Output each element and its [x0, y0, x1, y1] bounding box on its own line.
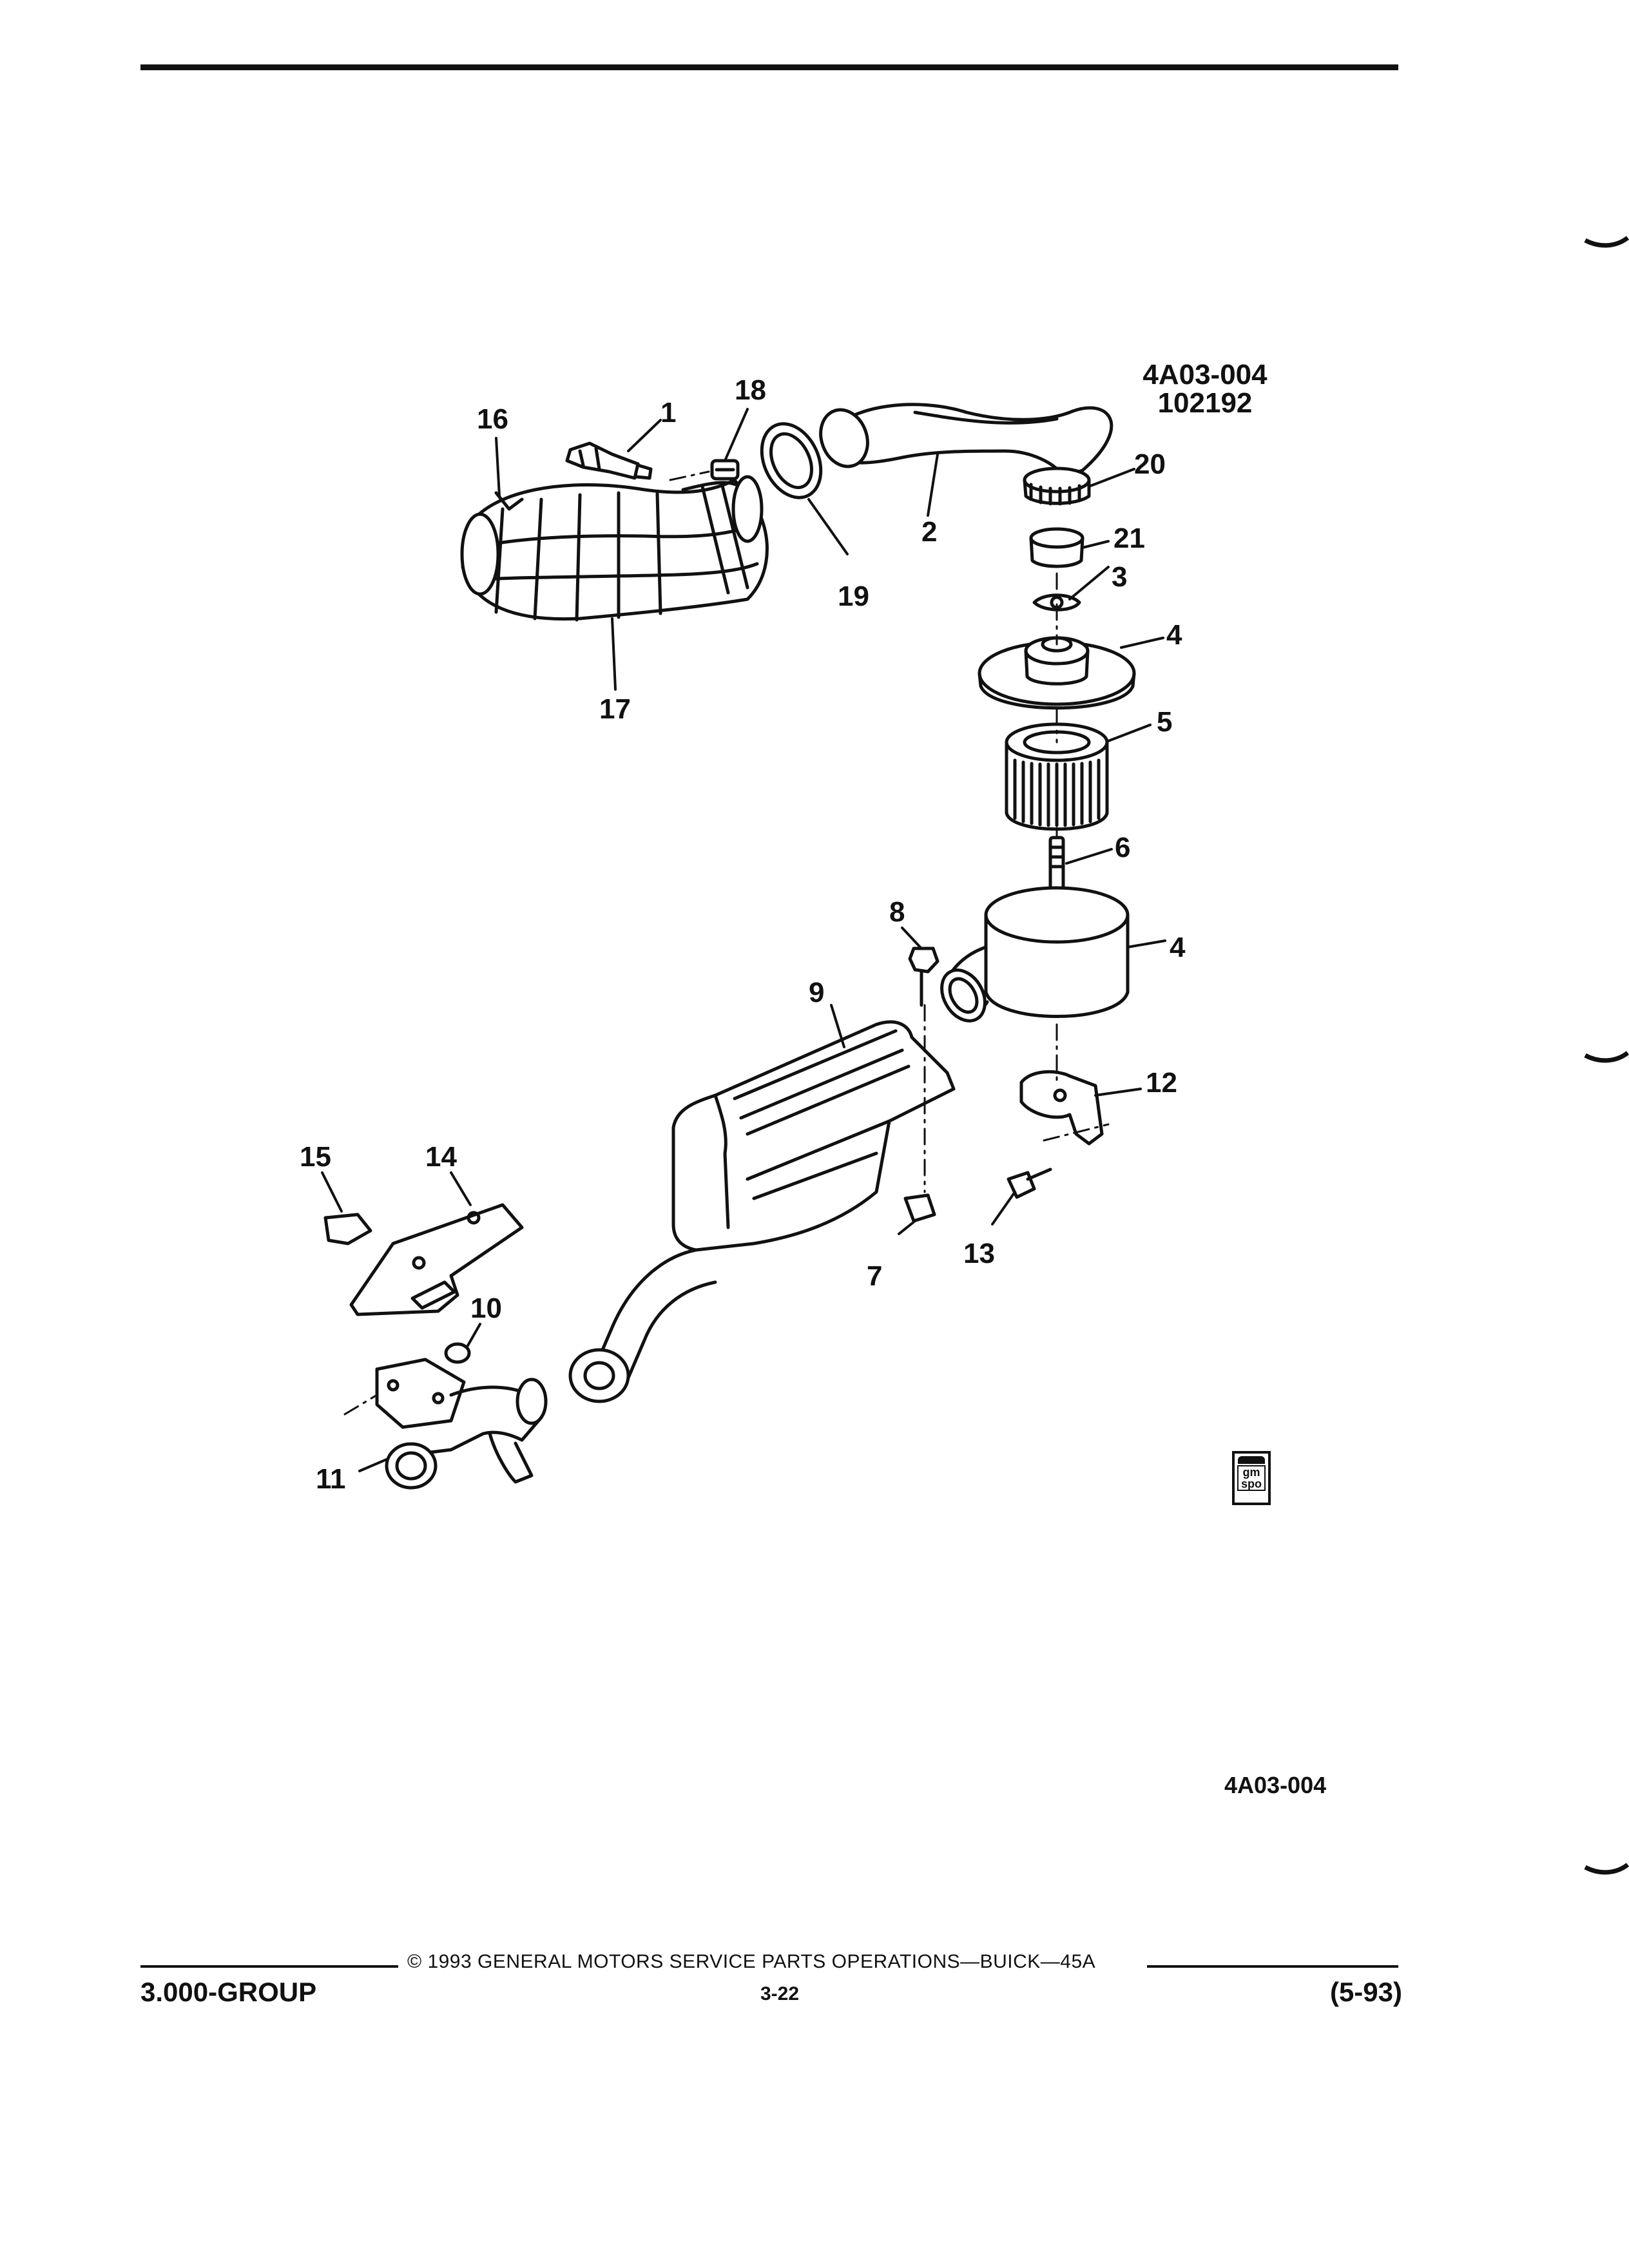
callout-2: 2 [921, 516, 937, 548]
callout-19: 19 [838, 581, 869, 612]
footer-rule-right [1147, 1965, 1398, 1968]
callout-5: 5 [1157, 706, 1172, 738]
part-12-bracket [1019, 1070, 1104, 1146]
callout-7: 7 [867, 1260, 882, 1292]
callout-8: 8 [889, 896, 905, 928]
callout-1: 1 [660, 397, 676, 428]
footer-copyright: © 1993 GENERAL MOTORS SERVICE PARTS OPER… [407, 1951, 1096, 1972]
callout-4-housing: 4 [1170, 932, 1186, 963]
callout-18: 18 [735, 374, 766, 406]
alignment-lines [343, 470, 1110, 1416]
footer-group: 3.000-GROUP [140, 1977, 317, 2007]
callout-12: 12 [1146, 1067, 1177, 1099]
part-2-upper-tube [819, 403, 1113, 479]
part-10-grommet [444, 1342, 471, 1364]
binder-mark-icon [1584, 236, 1629, 248]
callout-16: 16 [477, 403, 508, 435]
diagram-ref-code-bottom: 4A03-004 [1224, 1772, 1327, 1798]
callout-4-cover: 4 [1166, 619, 1182, 651]
part-4-cleaner-cover [978, 636, 1136, 710]
footer-page-number: 3-22 [760, 1983, 800, 2004]
part-1-sensor [565, 441, 653, 480]
leader-lines [321, 408, 1166, 1472]
diagram-ref-date: 102192 [1157, 387, 1253, 419]
part-14-shield-plate [349, 1203, 524, 1316]
part-15-retainer [323, 1213, 372, 1245]
footer-rule-left [140, 1965, 398, 1968]
part-17-intake-duct [460, 475, 769, 622]
callout-3: 3 [1112, 561, 1127, 593]
logo-text: gm spo [1237, 1465, 1266, 1491]
callout-13: 13 [963, 1238, 995, 1269]
callout-20: 20 [1134, 448, 1166, 480]
footer-date: (5-93) [1329, 1977, 1402, 2007]
part-19-seal-ring [760, 422, 823, 499]
callout-10: 10 [470, 1293, 502, 1324]
part-8-bolt [908, 947, 940, 1007]
part-4-cleaner-housing [940, 886, 1130, 1023]
part-18-clamp [710, 459, 740, 481]
diagram-reference: 4A03-004 102192 [1089, 361, 1321, 418]
gm-spo-logo: gm spo [1232, 1451, 1271, 1505]
part-11-lower-elbow [375, 1358, 548, 1490]
callout-21: 21 [1113, 523, 1145, 554]
callout-15: 15 [300, 1141, 331, 1173]
callout-6: 6 [1115, 832, 1130, 863]
part-7-clip [903, 1193, 936, 1223]
part-20-collar [1023, 466, 1091, 506]
logo-cap-icon [1238, 1456, 1265, 1464]
part-9-resonator [568, 1020, 956, 1403]
part-21-bushing [1029, 527, 1084, 568]
callout-11: 11 [316, 1463, 346, 1495]
binder-mark-icon [1584, 1863, 1629, 1875]
callout-numbers: 1 2 3 4 4 5 6 7 8 9 10 11 12 13 14 15 16… [300, 374, 1186, 1495]
callout-17: 17 [599, 693, 631, 725]
diagram-ref-code: 4A03-004 [1142, 359, 1268, 390]
binder-mark-icon [1584, 1051, 1629, 1063]
top-rule [140, 64, 1398, 70]
callout-9: 9 [809, 977, 824, 1008]
callout-14: 14 [425, 1141, 457, 1173]
